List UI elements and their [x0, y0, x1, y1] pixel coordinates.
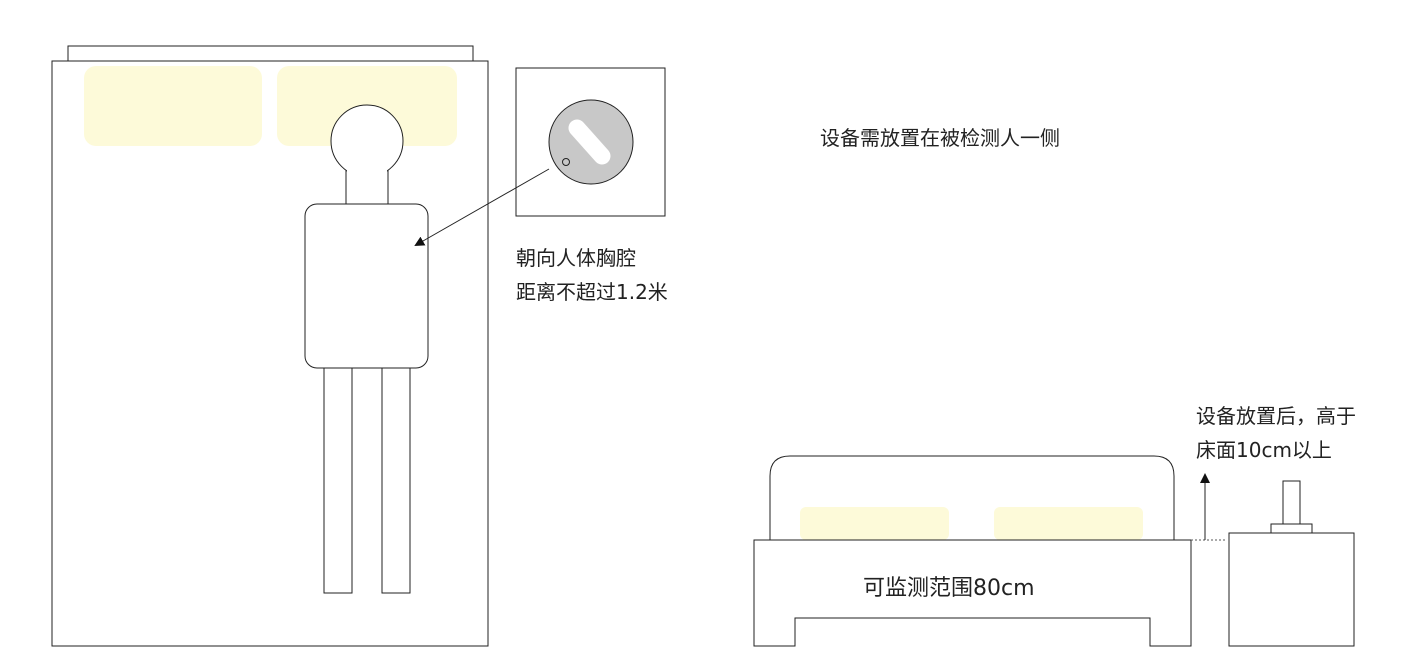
monitor-range-label: 可监测范围80cm [863, 576, 1035, 601]
headboard-bar [67, 45, 474, 62]
sensor-slot [568, 119, 611, 165]
human-leg-right [381, 367, 411, 594]
human-head [330, 104, 404, 178]
nightstand [1228, 480, 1355, 647]
bed-side-view [753, 455, 1192, 647]
sensor-device [515, 67, 666, 217]
neck-cover [347, 170, 387, 204]
device-stem [1282, 480, 1301, 525]
sensor-indicator-dot [562, 158, 570, 166]
human-leg-left [323, 367, 353, 594]
human-figure [304, 104, 429, 594]
aim-arrow [414, 168, 550, 246]
device-base [1270, 523, 1313, 534]
human-torso [304, 203, 429, 369]
side-placement-note: 设备需放置在被检测人一侧 [820, 126, 1060, 150]
side-pillow-left [800, 507, 949, 540]
aim-note-line1: 朝向人体胸腔 [516, 246, 636, 270]
height-note-line1: 设备放置后，高于 [1196, 404, 1356, 428]
side-pillow-right [994, 507, 1143, 540]
nightstand-body [1228, 532, 1355, 647]
side-bed-base [753, 539, 1192, 647]
pillow-left [84, 66, 262, 146]
aim-note-line2: 距离不超过1.2米 [516, 280, 668, 304]
height-note-line2: 床面10cm以上 [1196, 438, 1332, 462]
